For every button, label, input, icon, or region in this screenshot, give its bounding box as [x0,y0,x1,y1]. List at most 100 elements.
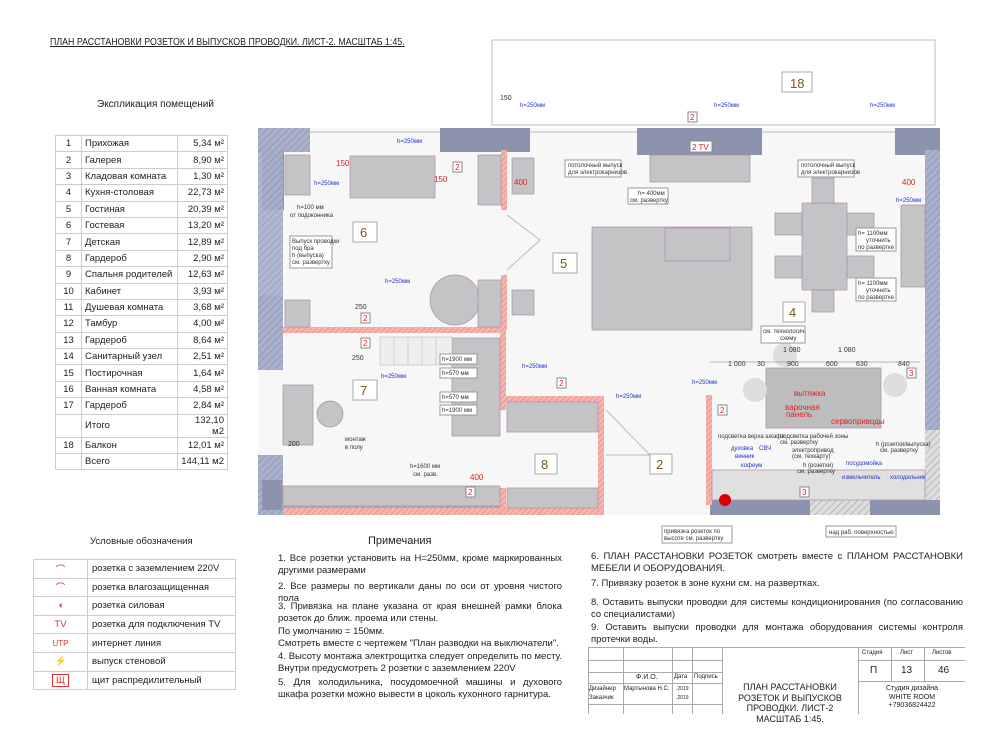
height-label: h=250мм [896,198,921,204]
dimension-label: 150 [434,175,448,184]
note-label: над раб. поверхностью [829,530,894,536]
socket-count: 2 [363,339,368,348]
client-role: Заказчик [589,695,614,701]
note-label: по развертке [858,295,895,301]
legend-table: ⌒розетка с заземлением 220V⌒розетка влаг… [33,559,236,691]
client-date: .2019 [676,695,689,701]
appliance-label: СВЧ [759,446,771,452]
wall-outlet-icon: ⚡ [54,656,67,668]
height-label: h=250мм [616,394,641,400]
room-number-8: 8 [541,457,548,472]
appliance-label: посудомойка [846,460,883,467]
note-1: 1. Все розетки установить на Н=250мм, кр… [278,553,562,576]
socket-count: 2 [720,406,725,415]
note-3-see: Смотреть вместе с чертежем "План разводк… [278,638,559,649]
title-block: Ф.И.О. Дата Подпись Дизайнер Мартынова Н… [588,647,965,724]
room-numbers: 6 5 4 7 8 2 [352,221,806,475]
fio-header: Ф.И.О. [636,674,658,681]
socket-count: 2 [468,488,473,497]
room-number-4: 4 [789,305,796,320]
note-label: h=1900 мм [442,408,472,414]
dimension-label: 1 000 [728,361,746,368]
sign-header: Подпись [694,674,718,680]
note-8: 8. Оставить выпуски проводки для системы… [591,597,963,620]
note-label: см. развертку [797,469,835,475]
balcony-outline [491,39,936,126]
note-label: (см. техкарту) [792,454,830,460]
socket-count: 3 [909,369,914,378]
note-label: высоте см. развертку [664,536,723,542]
studio-label: Студия дизайна [885,685,939,692]
note-label: потолочный выпуск [568,162,623,169]
table-cell: 3,68 м² [177,298,228,317]
note-label: монтаж [345,437,366,443]
appliance-label: духовка [731,446,754,452]
interior-partitions [283,150,712,515]
note-label: h=570 мм [442,371,469,377]
appliance-label: вытяжка [794,389,826,398]
dimension-label: 840 [898,361,910,368]
dimension-label: 30 [757,361,765,368]
explication-title: Экспликация помещений [97,99,214,110]
note-label: подсветка рабочей зоны [780,433,848,440]
height-label: h=250мм [381,374,406,380]
note-7: 7. Привязку розеток в зоне кухни см. на … [591,578,820,589]
door-swing [506,214,541,271]
note-label: h= 1100мм [858,281,888,287]
note-6: 6. ПЛАН РАССТАНОВКИ РОЗЕТОК смотреть вме… [591,551,963,574]
dimension-label: 630 [856,361,868,368]
note-label: см. развертку [292,260,330,266]
socket-tv-icon: TV [54,619,67,631]
table-cell: Всего [81,453,178,471]
designer-name: Мартынова Н.С. [624,686,670,692]
room-number-18: 18 [790,76,804,91]
note-label: под бра [292,246,314,252]
dimension-label: 1 080 [838,347,856,354]
height-label: h=250мм [314,181,339,187]
dimension-label: 400 [902,178,916,187]
note-9: 9. Оставить выпуски проводки для монтажа… [591,622,963,645]
legend-row: ⌒розетка влагозащищенная [33,577,236,598]
studio-info: Студия дизайна WHITE ROOM +79036824422 [859,685,965,711]
table-cell: 1,30 м² [177,167,228,186]
dimension-label: 200 [288,441,300,448]
note-label: h=570 мм [442,395,469,401]
sheet-number: 13 [901,665,913,676]
designer-date: .2019 [676,686,689,692]
sheet-label: Лист [900,650,914,656]
sheets-total: 46 [938,665,950,676]
distribution-board-icon: Щ [52,673,69,687]
socket-utp-icon: UTP [52,638,69,648]
note-label: Выпуск проводки [292,239,340,245]
sheet-name: ПЛАН РАССТАНОВКИ РОЗЕТОК И ВЫПУСКОВ ПРОВ… [738,682,842,724]
note-label: h=1900 мм [442,357,472,363]
note-label: h=100 мм [297,205,324,211]
note-label: привязка розеток по [664,529,721,535]
stage-value: П [870,665,878,676]
annotations: h=250мм h=250мм h=250мм 150 h=250мм h=25… [288,95,931,544]
note-label: в полу [345,445,363,451]
socket-ground-icon: ⌒ [55,564,66,576]
note-label: h (розетки) [803,463,833,469]
socket-power-icon: ◖ [57,600,64,612]
dimension-label: 150 [500,95,512,102]
tv-socket-label: 2 TV [692,143,709,152]
height-label: h=250мм [714,103,739,109]
dimension-label: 250 [352,355,364,362]
note-label: по развертке [858,245,895,251]
note-5: 5. Для холодильника, посудомоечной машин… [278,677,562,700]
note-label: подсветка верха шкафа [718,434,785,440]
note-label: см. развертку [880,448,918,454]
